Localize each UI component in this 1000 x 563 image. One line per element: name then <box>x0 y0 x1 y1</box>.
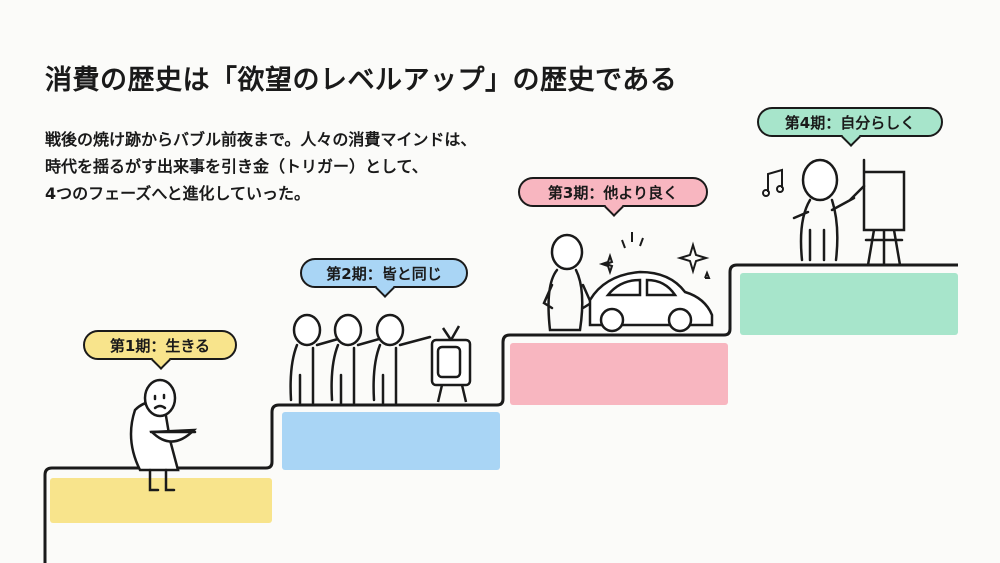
page-title: 消費の歴史は「欲望のレベルアップ」の歴史である <box>45 65 678 96</box>
staircase-line <box>43 263 958 563</box>
intro-line: 戦後の焼け跡からバブル前夜まで。人々の消費マインドは、 <box>45 130 477 149</box>
intro-line: 時代を揺るがす出来事を引き金（トリガー）として、 <box>45 157 428 176</box>
phase-4-label: 第4期：自分らしく <box>757 107 943 137</box>
phase-3-block <box>510 343 728 405</box>
phase-2-pointing-crowd <box>289 313 432 405</box>
television-icon <box>430 325 472 403</box>
phase-4-block <box>740 273 958 335</box>
phase-2-label: 第2期：皆と同じ <box>300 258 468 288</box>
phase-1-label: 第1期：生きる <box>83 330 237 360</box>
sparkle-icon <box>598 232 711 279</box>
phase-1-sad-person-with-bowl <box>129 378 198 492</box>
phase-3-label: 第3期：他より良く <box>518 177 708 207</box>
car-icon <box>588 270 714 333</box>
phase-4-painter <box>792 158 906 267</box>
phase-2-block <box>282 412 500 470</box>
intro-text: 戦後の焼け跡からバブル前夜まで。人々の消費マインドは、 時代を揺るがす出来事を引… <box>45 126 476 207</box>
music-note-icon <box>762 168 784 197</box>
phase-1-block <box>50 478 272 523</box>
intro-line: 4つのフェーズへと進化していった。 <box>45 184 311 203</box>
phase-3-proud-person <box>542 233 593 332</box>
